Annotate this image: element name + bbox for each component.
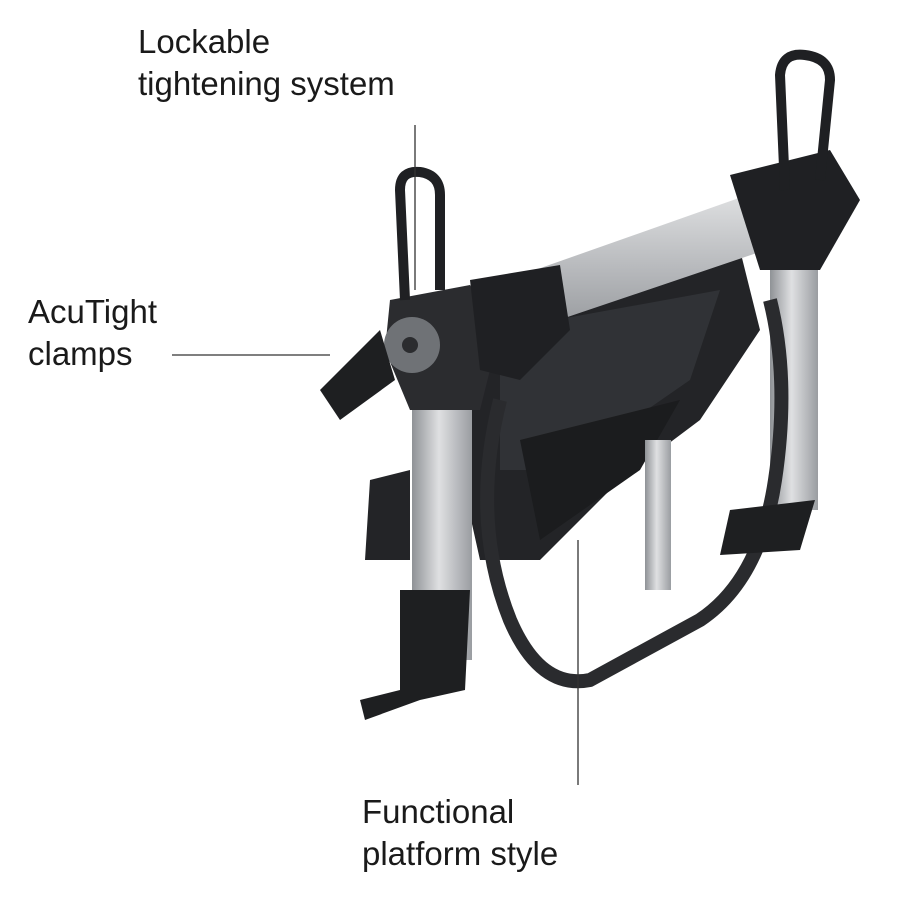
- left-strap: [394, 166, 445, 301]
- lockable-line1: Lockable: [138, 23, 271, 60]
- bike-arm: [480, 298, 789, 689]
- platform-line2: platform style: [362, 835, 559, 872]
- middle-strut: [645, 440, 671, 590]
- acutight-callout-label: AcuTight clamps: [28, 291, 157, 375]
- joint-housings: [320, 150, 860, 720]
- lockable-line2: tightening system: [138, 65, 395, 102]
- platform-line1: Functional: [362, 793, 515, 830]
- lockable-callout-label: Lockable tightening system: [138, 21, 395, 105]
- platform-callout-label: Functional platform style: [362, 791, 558, 875]
- right-strap: [774, 49, 836, 191]
- acutight-line1: AcuTight: [28, 293, 158, 330]
- leader-lines: [172, 125, 579, 785]
- acutight-line2: clamps: [28, 335, 133, 372]
